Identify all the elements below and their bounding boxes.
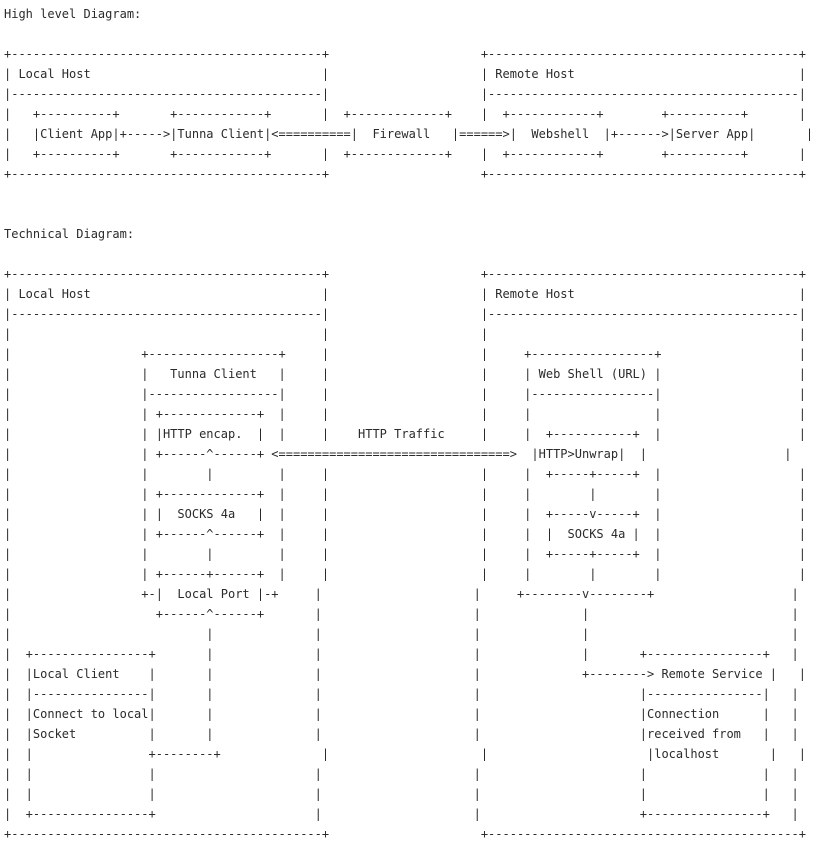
diagram-line: | | | SOCKS 4a | | | | | +-----v-----+ |… <box>4 507 806 521</box>
diagram-line: +---------------------------------------… <box>4 267 806 281</box>
diagram-line <box>4 24 813 44</box>
diagram-line: | | Tunna Client | | | | Web Shell (URL)… <box>4 367 806 381</box>
diagram-line: | Local Host | | Remote Host | <box>4 67 806 81</box>
diagram-line: | | +--------+ | | |localhost | | <box>4 747 806 761</box>
diagram-line: | +----------------+ | | | | +----------… <box>4 647 799 661</box>
diagram-line: | | | | | | | | <box>4 767 799 781</box>
diagram-line: | +------------------+ | | +------------… <box>4 347 806 361</box>
diagram-line: |---------------------------------------… <box>4 87 806 101</box>
diagram-line <box>4 204 813 224</box>
diagram-line: | | | | <box>4 327 806 341</box>
diagram-line: | +----------+ +------------+ | +-------… <box>4 147 806 161</box>
diagram-line: | | |HTTP encap. | | | HTTP Traffic | | … <box>4 427 806 441</box>
diagram-line: | | | | | | <box>4 627 799 641</box>
diagram-line: | | | | | | | +-----+-----+ | | <box>4 467 806 481</box>
diagram-line: | |------------------| | | |------------… <box>4 387 806 401</box>
diagram-line: | | +------^------+ | | | | | SOCKS 4a |… <box>4 527 806 541</box>
diagram-line: | Local Host | | Remote Host | <box>4 287 806 301</box>
diagram-line: | +------^------+ | | | | <box>4 607 799 621</box>
diagram-line: | |Socket | | | | |received from | | <box>4 727 799 741</box>
diagram-line <box>4 184 813 204</box>
diagram-line: | |Client App|+----->|Tunna Client|<====… <box>4 127 814 141</box>
diagram-line <box>4 244 813 264</box>
diagram-line: | | | | | | | | <box>4 787 799 801</box>
diagram-line: | |----------------| | | | |------------… <box>4 687 799 701</box>
diagram-line: +---------------------------------------… <box>4 827 806 841</box>
diagram-line: | +----------+ +------------+ | +-------… <box>4 107 806 121</box>
diagram-line: |---------------------------------------… <box>4 307 806 321</box>
diagram-line: | |Connect to local| | | | |Connection |… <box>4 707 799 721</box>
ascii-diagram: High level Diagram: +--------------------… <box>4 4 813 844</box>
diagram-line: | +----------------+ | | +--------------… <box>4 807 799 821</box>
diagram-line: +---------------------------------------… <box>4 167 806 181</box>
diagram-line: | | | | | | | +-----+-----+ | | <box>4 547 806 561</box>
diagram-line: | | +-------------+ | | | | | | <box>4 407 806 421</box>
diagram-line: | +-| Local Port |-+ | | +--------v-----… <box>4 587 799 601</box>
diagram-line: +---------------------------------------… <box>4 47 806 61</box>
diagram-line: | |Local Client | | | | +--------> Remot… <box>4 667 806 681</box>
diagram-line: | | +------+------+ | | | | | | | <box>4 567 806 581</box>
diagram-line: High level Diagram: <box>4 7 142 21</box>
diagram-line: Technical Diagram: <box>4 227 135 241</box>
diagram-line: | | +-------------+ | | | | | | | <box>4 487 806 501</box>
diagram-line: | | +------^------+ <===================… <box>4 447 792 461</box>
